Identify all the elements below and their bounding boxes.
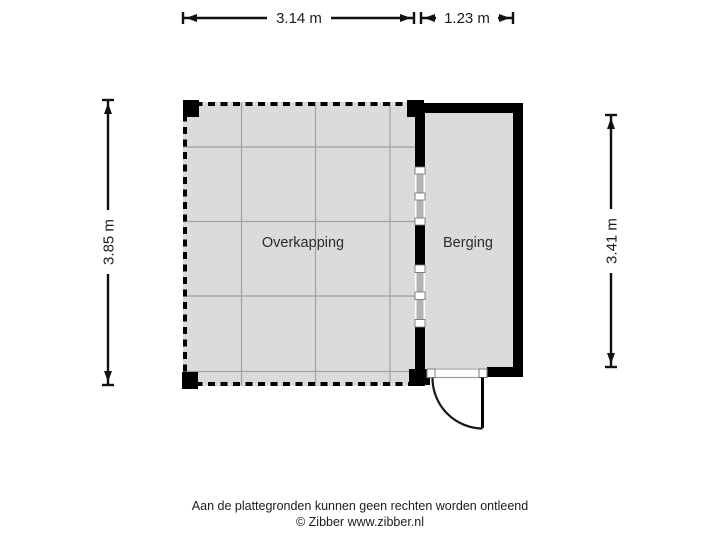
dimension-label-box (267, 7, 331, 29)
door-jamb-right (478, 368, 488, 378)
footer-disclaimer: Aan de plattegronden kunnen geen rechten… (192, 499, 528, 513)
room-overkapping: Overkapping (182, 100, 430, 389)
window-frame (414, 319, 426, 328)
open-boundary-dashed (183, 102, 420, 386)
arrow-up-icon (104, 103, 112, 114)
post-bottom-left (182, 372, 198, 389)
wall-top (415, 103, 523, 113)
window-frame (414, 217, 426, 226)
room-berging: Berging (414, 103, 523, 430)
window-lower (414, 264, 426, 328)
window-frame (414, 166, 426, 175)
walls (415, 103, 523, 386)
arrow-down-icon (607, 353, 615, 364)
arrow-right-icon (400, 14, 411, 22)
window-frame (414, 264, 426, 273)
window-frame (414, 291, 426, 300)
wall-left-upper (415, 103, 425, 167)
wall-left-lower (415, 327, 425, 386)
door-jamb-left (426, 368, 436, 378)
dimension-label-berging-width: 1.23 m (444, 10, 490, 27)
wall-bottom (487, 367, 523, 377)
footer-credit: © Zibber www.zibber.nl (296, 515, 424, 529)
room-label-berging: Berging (443, 235, 493, 251)
dimension-label-overkapping-height: 3.85 m (101, 219, 118, 265)
door-swing-arc (431, 377, 483, 430)
post-top-left (183, 100, 199, 117)
door-threshold (426, 368, 488, 379)
floor-grid (183, 102, 415, 386)
room-label-overkapping: Overkapping (262, 235, 344, 251)
wall-right (513, 103, 523, 377)
door (426, 368, 488, 430)
arrow-up-icon (607, 118, 615, 129)
window-frame (414, 192, 426, 201)
wall-left-middle (415, 225, 425, 265)
arrow-left-icon (424, 14, 435, 22)
berging-floor (425, 113, 513, 368)
dimension-label-overkapping-width: 3.14 m (276, 10, 322, 27)
arrow-right-icon (499, 14, 510, 22)
arrow-left-icon (186, 14, 197, 22)
dimension-label-berging-height: 3.41 m (604, 218, 621, 264)
overkapping-floor (183, 102, 415, 386)
arrow-down-icon (104, 371, 112, 382)
window-upper (414, 166, 426, 226)
dimension-label-box (436, 7, 498, 29)
footer: Aan de plattegronden kunnen geen rechten… (192, 499, 528, 529)
dimension-label-box (97, 210, 119, 274)
dimension-label-box (600, 209, 622, 273)
